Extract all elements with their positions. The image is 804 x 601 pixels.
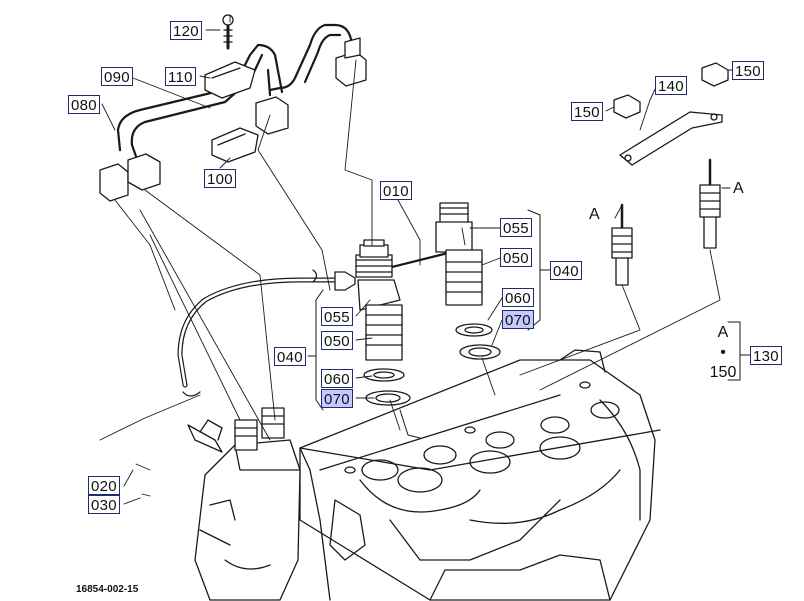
- callout-055-left[interactable]: 055: [321, 307, 353, 326]
- callout-050-right[interactable]: 050: [500, 248, 532, 267]
- callout-020[interactable]: 020: [88, 476, 120, 495]
- callout-130[interactable]: 130: [750, 346, 782, 365]
- callout-060-right[interactable]: 060: [502, 288, 534, 307]
- callout-100[interactable]: 100: [204, 169, 236, 188]
- callout-090[interactable]: 090: [101, 67, 133, 86]
- group-note-letter: A: [717, 324, 729, 341]
- callout-150-top[interactable]: 150: [732, 61, 764, 80]
- callout-110[interactable]: 110: [165, 67, 196, 86]
- alignment-lines: [99, 14, 721, 497]
- callout-055-right[interactable]: 055: [500, 218, 532, 237]
- callout-070-left[interactable]: 070: [321, 389, 353, 408]
- pipe-clamp: [204, 14, 259, 163]
- callout-040-left[interactable]: 040: [274, 347, 306, 366]
- diagram-id: 16854-002-15: [76, 584, 139, 595]
- callout-040-right[interactable]: 040: [550, 261, 582, 280]
- group-note-dot: •: [720, 344, 726, 361]
- callout-070-right[interactable]: 070: [502, 310, 534, 329]
- callout-140[interactable]: 140: [655, 76, 687, 95]
- callout-050-left[interactable]: 050: [321, 331, 353, 350]
- callout-120[interactable]: 120: [170, 21, 202, 40]
- group-brackets: [307, 209, 751, 439]
- callout-060-left[interactable]: 060: [321, 369, 353, 388]
- callout-030[interactable]: 030: [88, 495, 120, 514]
- glow-plugs: [611, 62, 729, 286]
- callout-150-nut[interactable]: 150: [571, 102, 603, 121]
- callout-010[interactable]: 010: [380, 181, 412, 200]
- nozzle-holder-left: [355, 239, 411, 406]
- leader-lines: [101, 29, 733, 505]
- glow-plug-ref-right: A: [733, 180, 744, 197]
- nozzle-holder-right: [435, 202, 501, 360]
- cylinder-head: [299, 349, 661, 601]
- group-note: A • 150: [700, 323, 746, 383]
- injection-pump: [187, 407, 301, 601]
- group-note-number: 150: [709, 364, 737, 381]
- callout-080[interactable]: 080: [68, 95, 100, 114]
- glow-plug-ref-left: A: [589, 206, 600, 223]
